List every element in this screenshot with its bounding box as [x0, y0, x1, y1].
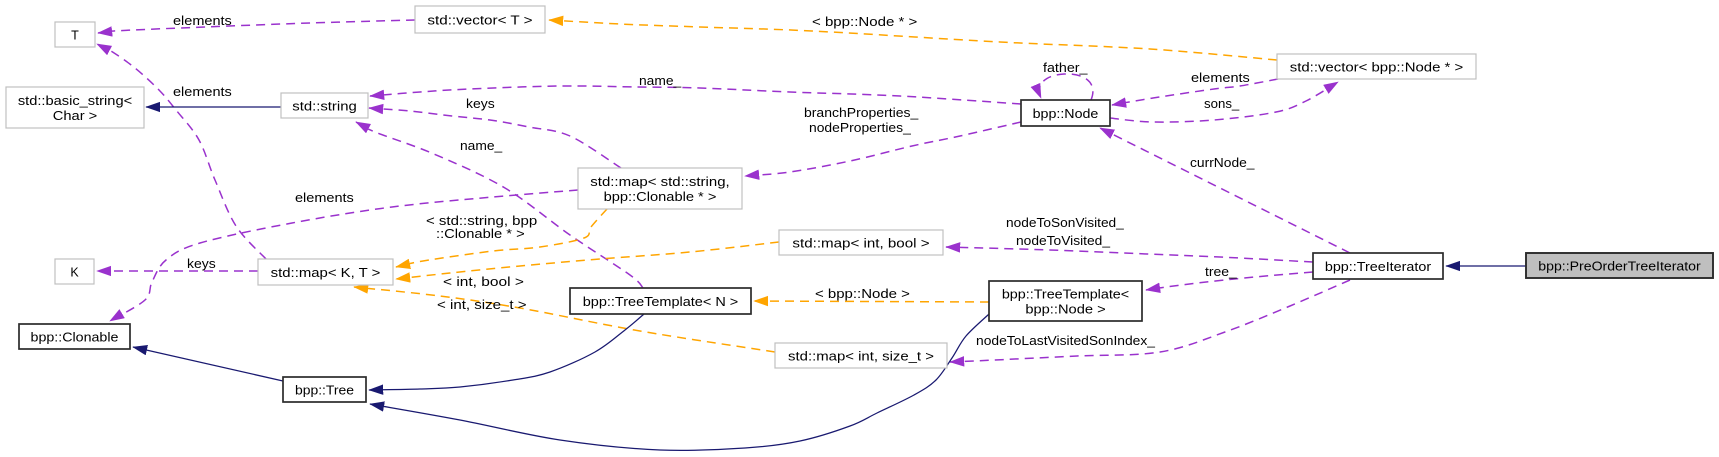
svg-text:branchProperties_: branchProperties_	[804, 105, 919, 120]
svg-text:std::map< int, bool >: std::map< int, bool >	[792, 235, 929, 250]
svg-text:elements: elements	[173, 84, 232, 99]
svg-text:bpp::Node: bpp::Node	[1033, 106, 1099, 121]
svg-text:std::map< K, T >: std::map< K, T >	[271, 265, 381, 280]
svg-text:nodeToSonVisited_: nodeToSonVisited_	[1006, 215, 1125, 230]
svg-text:std::vector< bpp::Node * >: std::vector< bpp::Node * >	[1290, 59, 1464, 74]
svg-text:bpp::TreeTemplate<: bpp::TreeTemplate<	[1002, 286, 1129, 301]
svg-text:name_: name_	[639, 73, 682, 88]
svg-text:std::basic_string<: std::basic_string<	[18, 93, 132, 108]
svg-text:< bpp::Node >: < bpp::Node >	[815, 286, 910, 301]
svg-text:name_: name_	[460, 138, 503, 153]
svg-text:< std::string, bpp: < std::string, bpp	[426, 213, 537, 228]
svg-text:bpp::Clonable: bpp::Clonable	[31, 329, 119, 344]
svg-text:< bpp::Node * >: < bpp::Node * >	[812, 14, 917, 29]
svg-text:< int, size_t >: < int, size_t >	[437, 297, 527, 312]
svg-text:bpp::Tree: bpp::Tree	[295, 382, 354, 397]
svg-text:father_: father_	[1043, 60, 1088, 75]
svg-text:elements: elements	[295, 190, 354, 205]
svg-text:elements: elements	[1191, 70, 1250, 85]
svg-text:< int, bool >: < int, bool >	[443, 274, 524, 289]
svg-text:std::map< int, size_t >: std::map< int, size_t >	[788, 348, 934, 363]
svg-text:bpp::TreeIterator: bpp::TreeIterator	[1325, 259, 1432, 274]
svg-text:std::map< std::string,: std::map< std::string,	[590, 174, 729, 189]
svg-text:bpp::TreeTemplate< N >: bpp::TreeTemplate< N >	[583, 294, 739, 309]
svg-text:currNode_: currNode_	[1190, 155, 1255, 170]
svg-text:Char >: Char >	[53, 108, 98, 123]
svg-text:bpp::Node >: bpp::Node >	[1025, 301, 1105, 316]
svg-text:std::string: std::string	[292, 98, 357, 113]
svg-text:K: K	[70, 264, 79, 279]
svg-text:nodeToVisited_: nodeToVisited_	[1016, 233, 1111, 248]
svg-text:tree_: tree_	[1205, 264, 1238, 279]
svg-text:nodeProperties_: nodeProperties_	[809, 120, 912, 135]
svg-text:bpp::PreOrderTreeIterator: bpp::PreOrderTreeIterator	[1538, 258, 1701, 273]
svg-text:elements: elements	[173, 13, 232, 28]
svg-text:T: T	[71, 27, 79, 42]
svg-text:sons_: sons_	[1204, 96, 1240, 111]
svg-text:nodeToLastVisitedSonIndex_: nodeToLastVisitedSonIndex_	[976, 333, 1156, 348]
svg-text:keys: keys	[466, 96, 495, 111]
svg-text:std::vector< T >: std::vector< T >	[427, 12, 532, 27]
svg-text:::Clonable * >: ::Clonable * >	[436, 226, 525, 241]
svg-text:keys: keys	[187, 256, 216, 271]
svg-text:bpp::Clonable * >: bpp::Clonable * >	[604, 189, 717, 204]
